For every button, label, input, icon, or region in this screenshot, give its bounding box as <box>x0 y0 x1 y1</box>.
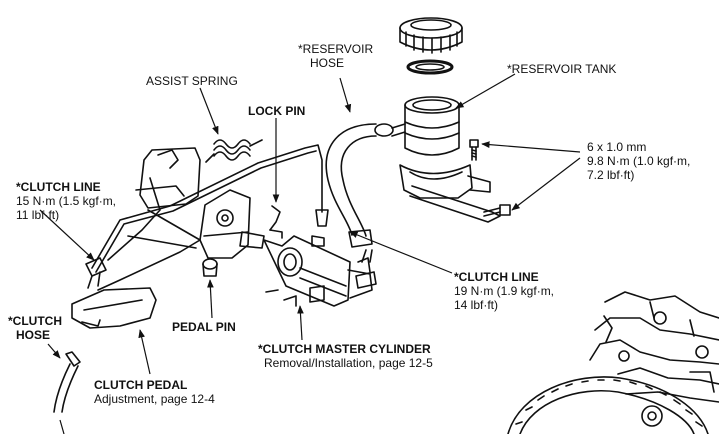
clutch-hose-line-2: HOSE <box>16 328 51 342</box>
clutch-line-lower-title: *CLUTCH LINE <box>454 270 539 284</box>
clutch-hose-line-1: *CLUTCH <box>8 314 62 328</box>
flywheel <box>507 376 709 434</box>
clutch-line-fitting-upper <box>85 257 107 289</box>
lock-pin <box>269 205 283 239</box>
bolt-spec-size: 6 x 1.0 mm <box>587 140 647 154</box>
bracket-bolt-lower <box>483 204 511 217</box>
clutch-pedal-title: CLUTCH PEDAL <box>94 378 188 392</box>
leader-clutch-line-upper <box>39 209 95 261</box>
clutch-line-upper-lbf: 11 lbf·ft) <box>16 208 60 222</box>
reservoir-tank <box>374 96 460 156</box>
master-cylinder-ref: Removal/Installation, page 12-5 <box>264 356 433 370</box>
leader-master-cylinder <box>297 305 304 341</box>
clutch-pedal-ref: Adjustment, page 12-4 <box>94 392 215 406</box>
reservoir-seal <box>406 59 454 75</box>
reservoir-hose <box>325 123 377 248</box>
leader-reservoir-hose <box>339 77 352 113</box>
label-lock-pin: LOCK PIN <box>248 104 306 118</box>
bracket-bolt-upper <box>469 139 479 161</box>
clutch-master-cylinder <box>239 231 373 307</box>
reservoir-bracket <box>399 164 501 223</box>
label-pedal-pin: PEDAL PIN <box>172 320 236 334</box>
leader-bolt-upper <box>481 141 581 153</box>
label-reservoir-tank: *RESERVOIR TANK <box>507 62 617 76</box>
master-cylinder-title: *CLUTCH MASTER CYLINDER <box>258 342 431 356</box>
label-clutch-line-lower: *CLUTCH LINE 19 N·m (1.9 kgf·m, 14 lbf·f… <box>454 270 554 312</box>
transmission-housing <box>589 291 719 403</box>
pedal-bracket <box>107 147 251 261</box>
label-clutch-pedal: CLUTCH PEDAL Adjustment, page 12-4 <box>94 378 215 406</box>
clutch-line-lower-torque: 19 N·m (1.9 kgf·m, <box>454 284 555 298</box>
leader-clutch-hose <box>47 343 61 359</box>
label-assist-spring: ASSIST SPRING <box>146 74 238 88</box>
reservoir-cap <box>399 17 463 54</box>
clutch-line-lower-lbf: 14 lbf·ft) <box>454 298 499 312</box>
bolt-spec-torque: 9.8 N·m (1.0 kgf·m, <box>587 154 691 168</box>
pedal-pin <box>202 258 218 277</box>
clutch-line-pipe <box>91 144 329 273</box>
reservoir-hose-line-1: *RESERVOIR <box>298 42 374 56</box>
label-clutch-hose: *CLUTCH HOSE <box>8 314 62 342</box>
reservoir-hose-line-2: HOSE <box>310 56 345 70</box>
assist-spring <box>205 139 263 163</box>
clutch-pedal-arm <box>71 209 201 329</box>
leader-clutch-line-lower <box>349 231 453 274</box>
clutch-line-upper-title: *CLUTCH LINE <box>16 180 101 194</box>
leader-clutch-line-small <box>59 419 65 434</box>
label-clutch-master-cylinder: *CLUTCH MASTER CYLINDER Removal/Installa… <box>258 342 433 370</box>
clutch-line-fitting <box>355 249 377 289</box>
leader-assist-spring <box>199 87 219 135</box>
leader-reservoir-tank <box>455 73 516 109</box>
leader-clutch-pedal <box>138 329 151 375</box>
clutch-line-upper-torque: 15 N·m (1.5 kgf·m, <box>16 194 117 208</box>
label-clutch-line-upper: *CLUTCH LINE 15 N·m (1.5 kgf·m, 11 lbf·f… <box>16 180 116 222</box>
leader-bolt-lower <box>511 157 581 211</box>
leader-pedal-pin <box>207 279 214 319</box>
bolt-spec-lbf: 7.2 lbf·ft) <box>587 168 635 182</box>
label-bolt-spec: 6 x 1.0 mm 9.8 N·m (1.0 kgf·m, 7.2 lbf·f… <box>587 140 690 182</box>
clutch-hose <box>53 351 81 413</box>
label-reservoir-hose: *RESERVOIR HOSE <box>298 42 373 70</box>
